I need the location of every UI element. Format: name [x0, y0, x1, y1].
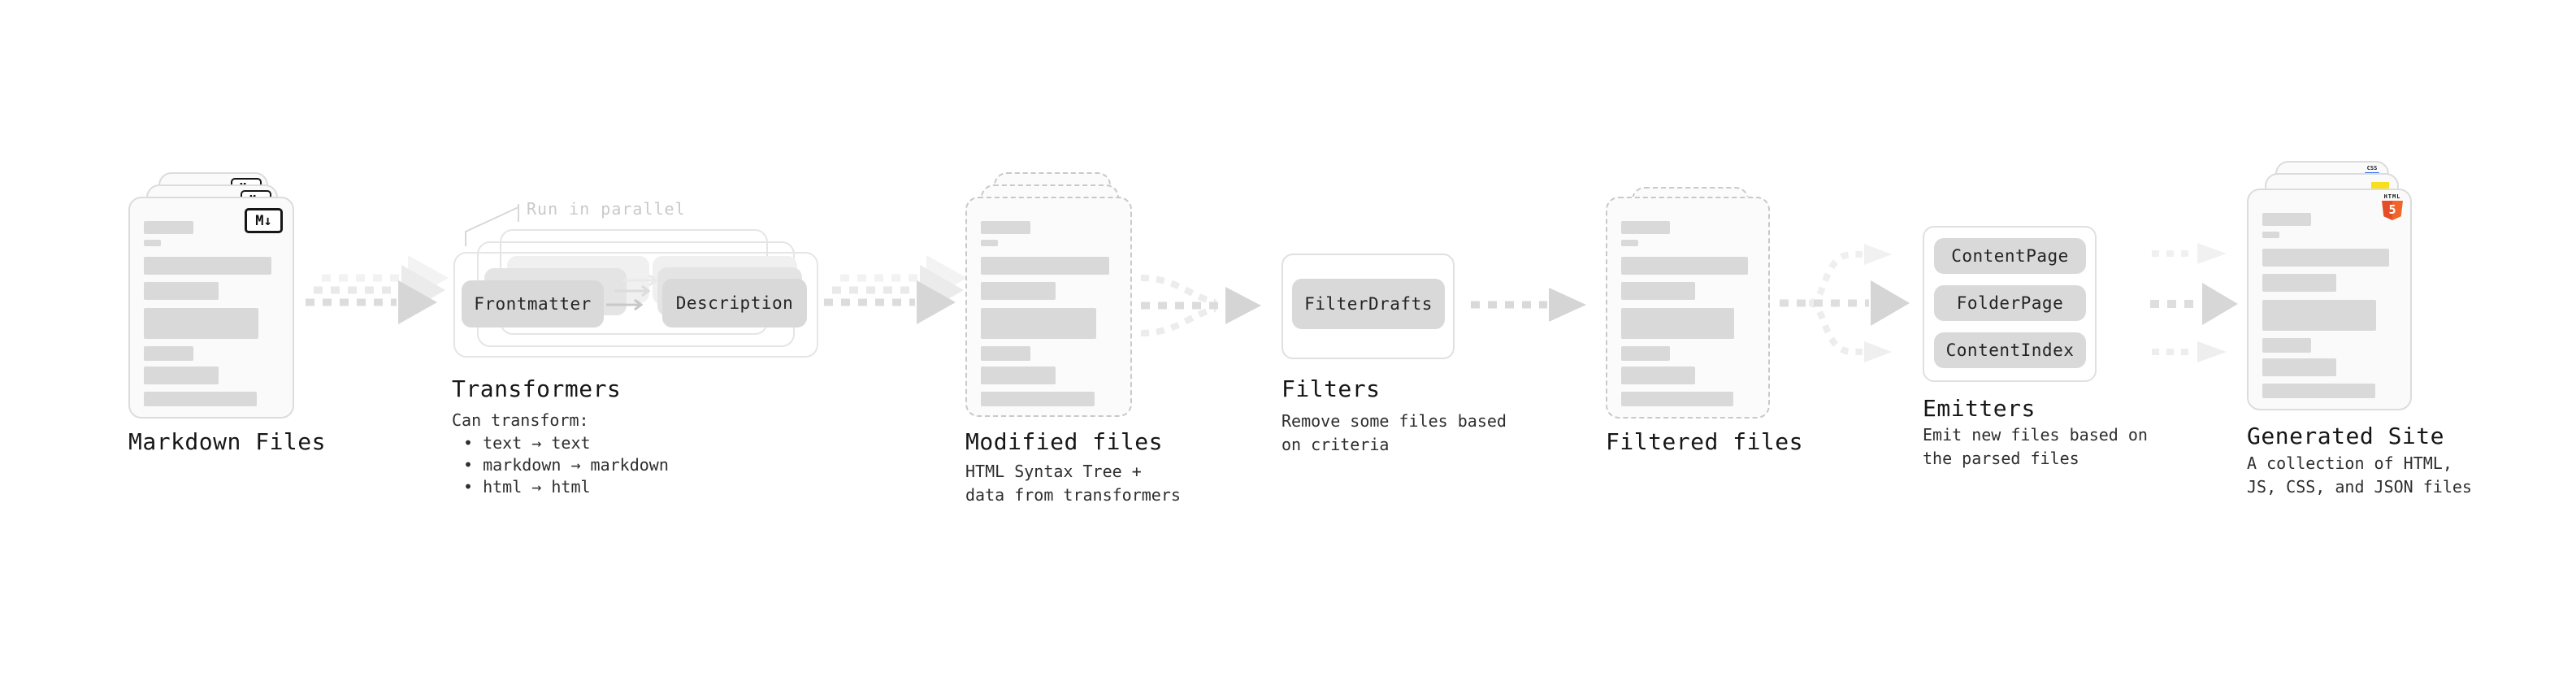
- html5-shield: 5: [2382, 201, 2403, 220]
- bullet-item: text → text: [463, 432, 669, 454]
- html5-icon-label: HTML: [2383, 193, 2401, 200]
- flow-arrow-modified-to-filters: [1138, 267, 1268, 345]
- emitter-content-index-button: ContentIndex: [1934, 332, 2086, 368]
- bullet-item: html → html: [463, 476, 669, 498]
- generated-site-label: Generated Site: [2247, 423, 2445, 449]
- transformer-description-button: Description: [662, 279, 807, 327]
- flow-arrow-markdown-to-transformers: [302, 254, 453, 359]
- emitters-heading: Emitters: [1923, 395, 2036, 422]
- file-card-front: M↓: [128, 197, 294, 419]
- filters-description: Remove some files based on criteria: [1281, 410, 1507, 457]
- transformer-box-front: [453, 252, 818, 358]
- description-line: Remove some files based: [1281, 411, 1507, 431]
- bullet-item: markdown → markdown: [463, 454, 669, 476]
- flow-arrows-emitters-to-generated: [2149, 241, 2240, 367]
- file-content-bars: [967, 198, 1130, 406]
- description-line: the parsed files: [1923, 449, 2079, 468]
- annotation-leader-line: [458, 195, 531, 252]
- file-content-bars: [130, 198, 293, 406]
- emitters-description: Emit new files based on the parsed files: [1923, 423, 2148, 471]
- transformers-heading: Transformers: [452, 375, 622, 402]
- modified-files-label: Modified files: [965, 428, 1164, 455]
- generated-site-description: A collection of HTML, JS, CSS, and JSON …: [2247, 452, 2472, 499]
- css-icon-label: CSS: [2366, 165, 2378, 171]
- run-in-parallel-annotation: Run in parallel: [527, 199, 686, 219]
- description-line: data from transformers: [965, 485, 1181, 505]
- filter-drafts-button: FilterDrafts: [1292, 279, 1445, 329]
- description-line: on criteria: [1281, 435, 1390, 454]
- filtered-files-label: Filtered files: [1606, 428, 1804, 455]
- flow-arrow-transformers-to-modified: [821, 254, 971, 359]
- markdown-files-label: Markdown Files: [128, 428, 327, 455]
- markdown-icon: M↓: [245, 208, 283, 233]
- transformer-frontmatter-button: Frontmatter: [462, 280, 604, 327]
- description-line: A collection of HTML,: [2247, 453, 2452, 473]
- description-line: HTML Syntax Tree +: [965, 462, 1142, 481]
- file-content-bars: [2249, 190, 2410, 398]
- file-content-bars: [1607, 198, 1768, 406]
- file-card-front: [1606, 197, 1770, 419]
- html5-icon: HTML 5: [2379, 193, 2405, 220]
- transformers-bullet-list: text → text markdown → markdown html → h…: [463, 432, 669, 498]
- modified-files-description: HTML Syntax Tree + data from transformer…: [965, 460, 1181, 507]
- flow-arrow-filters-to-filtered: [1468, 285, 1589, 324]
- filters-heading: Filters: [1281, 375, 1381, 402]
- file-card-front-html: HTML 5: [2247, 189, 2412, 410]
- description-line: JS, CSS, and JSON files: [2247, 477, 2472, 497]
- parallel-arrows-icon: [604, 268, 669, 313]
- flow-arrow-filtered-to-emitters: [1776, 237, 1915, 371]
- file-card-front: [965, 197, 1132, 417]
- emitter-folder-page-button: FolderPage: [1934, 285, 2086, 321]
- transformers-subtitle: Can transform:: [452, 410, 589, 430]
- emitter-content-page-button: ContentPage: [1934, 238, 2086, 274]
- description-line: Emit new files based on: [1923, 425, 2148, 445]
